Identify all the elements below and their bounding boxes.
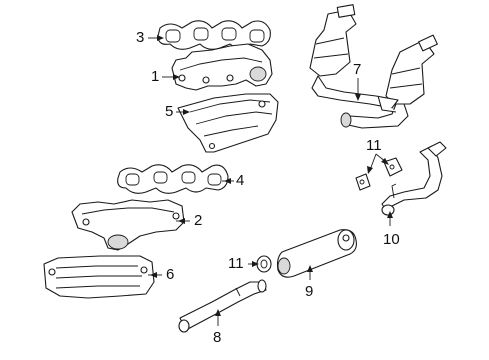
part-2-lower-manifold xyxy=(71,199,185,251)
part-11-lower-isolator xyxy=(256,255,272,273)
callout-1: 1 xyxy=(151,68,160,85)
callout-5: 5 xyxy=(165,103,174,120)
callout-4: 4 xyxy=(236,172,245,189)
leader-lines xyxy=(148,35,393,326)
part-7-front-pipe-converters xyxy=(309,4,438,129)
part-11-upper-isolator xyxy=(355,157,403,191)
callout-8: 8 xyxy=(213,329,222,346)
part-8-intermediate-pipe xyxy=(178,279,267,333)
callout-11-lower: 11 xyxy=(228,255,244,272)
part-3-upper-gasket xyxy=(157,20,271,50)
callout-7: 7 xyxy=(353,61,362,78)
callout-9: 9 xyxy=(305,283,314,300)
part-4-lower-gasket xyxy=(117,164,229,194)
callout-11-upper: 11 xyxy=(366,137,382,154)
part-6-lower-heat-shield xyxy=(43,255,155,299)
callout-3: 3 xyxy=(136,29,145,46)
callout-10: 10 xyxy=(383,231,400,248)
callout-2: 2 xyxy=(194,212,203,229)
part-10-tailpipe xyxy=(381,141,447,216)
part-1-upper-manifold xyxy=(171,43,273,91)
callout-6: 6 xyxy=(166,266,175,283)
part-5-upper-heat-shield xyxy=(177,93,279,153)
part-9-muffler xyxy=(276,229,357,278)
